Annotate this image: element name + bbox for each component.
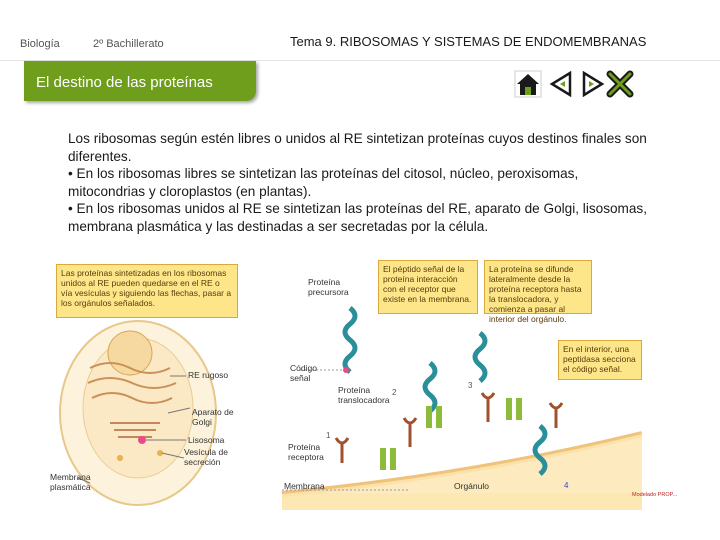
topic-title: Tema 9. RIBOSOMAS Y SISTEMAS DE ENDOMEMB… [290,34,646,49]
close-icon [606,70,634,98]
course-label: 2º Bachillerato [93,38,164,50]
step-number: 3 [468,381,473,390]
paragraph-bound-ribosomes: • En los ribosomas unidos al RE se sinte… [68,201,648,234]
figure-watermark: Modelado PROP... [632,492,678,498]
label-codigo-senal: Código señal [290,363,317,383]
header-divider [0,60,720,61]
label-membrana: Membrana [284,481,325,491]
subject-label: Biología [20,38,60,50]
label-lisosoma: Lisosoma [188,435,225,445]
paragraph-intro: Los ribosomas según estén libres o unido… [68,131,647,164]
step-box-1: El péptido señal de la proteína interacc… [378,260,478,314]
step-box-2: La proteína se difunde lateralmente desd… [484,260,592,324]
step-number: 2 [392,388,397,397]
protein-targeting-figure: 1 2 3 4 Las proteínas sintetizadas en lo… [50,258,642,510]
step-box-3: En el interior, una peptidasa secciona e… [558,340,642,380]
step-number: 4 [564,481,569,490]
arrow-left-icon [549,70,572,98]
section-title: El destino de las proteínas [36,74,213,91]
label-membrana-plasmatica: Membrana plasmática [50,472,91,492]
body-text: Los ribosomas según estén libres o unido… [68,130,650,236]
section-tab [24,61,256,101]
label-proteina-receptora: Proteína receptora [288,442,324,462]
home-button[interactable] [514,70,542,98]
label-golgi: Aparato de Golgi [192,407,234,427]
close-button[interactable] [606,70,634,98]
arrow-right-icon [582,70,605,98]
label-re-rugoso: RE rugoso [188,370,229,380]
home-icon [514,70,542,98]
label-proteina-precursora: Proteína precursora [308,277,349,297]
paragraph-free-ribosomes: • En los ribosomas libres se sintetizan … [68,166,579,199]
figure-illustration: 1 2 3 4 [59,306,642,510]
next-button[interactable] [578,70,606,98]
label-organulo: Orgánulo [454,481,489,491]
prev-button[interactable] [548,70,576,98]
label-proteina-translocadora: Proteína translocadora [338,385,390,405]
topic-prefix: Tema 9. [290,34,340,49]
label-vesicula: Vesícula de secreción [184,447,228,467]
cell-caption-box: Las proteínas sintetizadas en los riboso… [56,264,238,318]
step-number: 1 [326,431,331,440]
topic-name: RIBOSOMAS Y SISTEMAS DE ENDOMEMBRANAS [339,34,647,49]
